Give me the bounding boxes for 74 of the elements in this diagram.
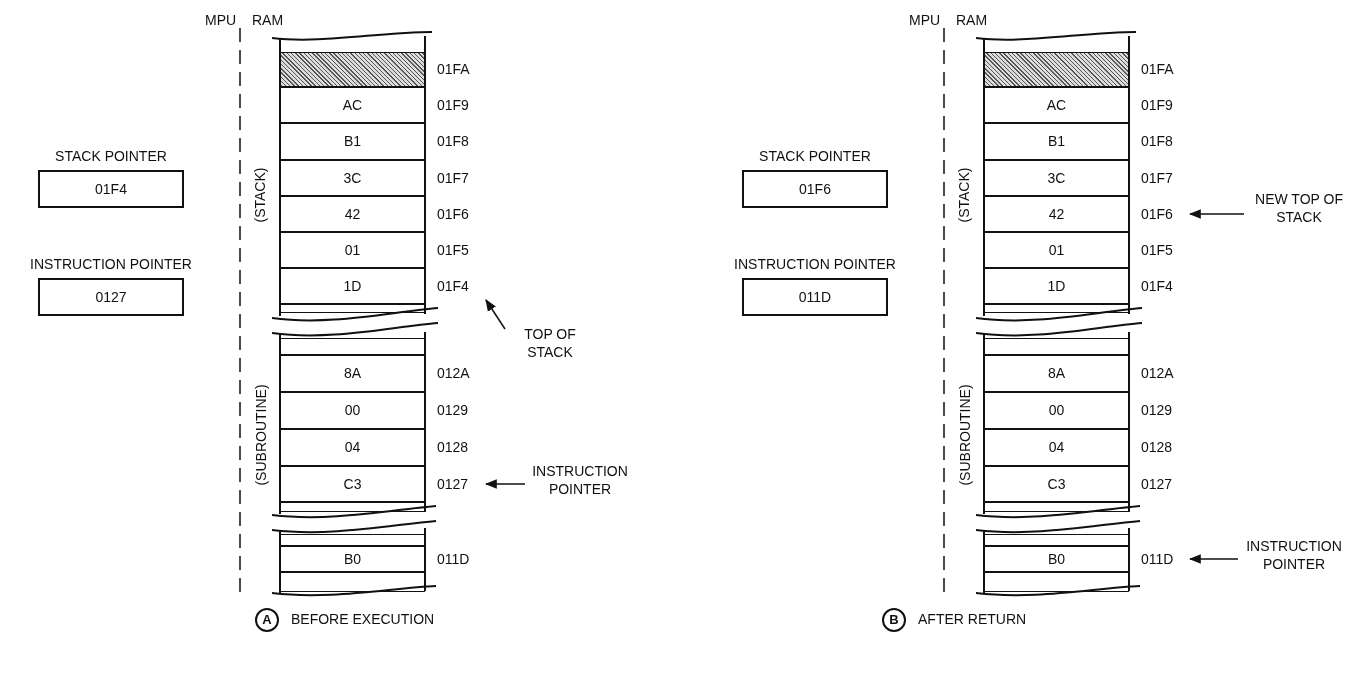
memory-cell: 8A	[984, 355, 1129, 392]
memory-cell: C3	[280, 466, 425, 502]
memory-address: 01F5	[437, 241, 469, 258]
memory-cell: 00	[984, 392, 1129, 429]
memory-address: 0129	[437, 402, 469, 418]
arrow	[1188, 209, 1245, 219]
memory-address: 01F8	[1141, 133, 1173, 149]
section-label: (STACK)	[956, 167, 972, 223]
memory-cell: 1D	[280, 268, 425, 304]
register-box: 011D	[742, 278, 888, 316]
memory-cell: AC	[280, 87, 425, 123]
column-heading: MPU	[909, 12, 941, 28]
annotation-text: TOP OF STACK	[505, 325, 595, 365]
section-label: (SUBROUTINE)	[252, 384, 269, 486]
circled-letter: A	[255, 608, 279, 632]
register-label: INSTRUCTION POINTER	[30, 256, 192, 272]
annotation-text: NEW TOP OF STACK	[1244, 190, 1354, 234]
memory-address: 01F4	[1141, 277, 1173, 294]
memory-cell: 04	[984, 429, 1129, 466]
column-heading: RAM	[252, 12, 284, 28]
memory-address: 01F7	[437, 169, 469, 186]
memory-cell: 42	[280, 196, 425, 232]
arrow	[1188, 554, 1239, 564]
memory-cell: 1D	[984, 268, 1129, 304]
memory-address: 01F8	[437, 133, 469, 149]
register-label: INSTRUCTION POINTER	[734, 256, 896, 272]
register-box: 0127	[38, 278, 184, 316]
section-label: (SUBROUTINE)	[956, 384, 973, 486]
memory-cell: AC	[984, 87, 1129, 123]
memory-cell: 01	[984, 232, 1129, 268]
arrow	[485, 299, 506, 330]
memory-address: 0128	[1141, 439, 1173, 455]
memory-cell: 8A	[280, 355, 425, 392]
column-heading: MPU	[205, 12, 237, 28]
column-heading: RAM	[956, 12, 988, 28]
section-label: (STACK)	[252, 167, 268, 223]
memory-cell: 3C	[984, 160, 1129, 196]
panel-caption: AFTER RETURN	[918, 611, 1027, 627]
register-label: STACK POINTER	[54, 148, 168, 164]
memory-cell: 04	[280, 429, 425, 466]
memory-cell: 00	[280, 392, 425, 429]
memory-cell: 01	[280, 232, 425, 268]
register-label: STACK POINTER	[758, 148, 872, 164]
memory-cell: 42	[984, 196, 1129, 232]
memory-address: 011D	[1141, 550, 1174, 567]
memory-address: 01FA	[437, 61, 470, 77]
memory-address: 0129	[1141, 402, 1173, 418]
memory-address: 01FA	[1141, 61, 1174, 77]
annotation-text: INSTRUCTION POINTER	[525, 462, 635, 506]
register-box: 01F4	[38, 170, 184, 208]
register-box: 01F6	[742, 170, 888, 208]
arrow	[484, 479, 526, 489]
memory-cell: C3	[984, 466, 1129, 502]
panel-caption: BEFORE EXECUTION	[291, 611, 435, 627]
memory-cell: B0	[280, 546, 425, 572]
memory-address: 01F5	[1141, 241, 1173, 258]
memory-address: 0127	[1141, 475, 1173, 492]
memory-cell: 3C	[280, 160, 425, 196]
memory-address: 01F4	[437, 277, 469, 294]
memory-address: 011D	[437, 550, 470, 567]
memory-cell: B1	[280, 123, 425, 160]
memory-address: 01F6	[437, 205, 469, 222]
annotation-text: INSTRUCTION POINTER	[1238, 537, 1350, 581]
circled-letter: B	[882, 608, 906, 632]
memory-address: 01F7	[1141, 169, 1173, 186]
memory-cell: B1	[984, 123, 1129, 160]
memory-address: 012A	[437, 365, 470, 381]
memory-address: 01F9	[437, 96, 469, 113]
memory-address: 01F6	[1141, 205, 1173, 222]
memory-cell: B0	[984, 546, 1129, 572]
memory-address: 01F9	[1141, 96, 1173, 113]
memory-address: 0127	[437, 475, 469, 492]
memory-address: 0128	[437, 439, 469, 455]
memory-address: 012A	[1141, 365, 1174, 381]
